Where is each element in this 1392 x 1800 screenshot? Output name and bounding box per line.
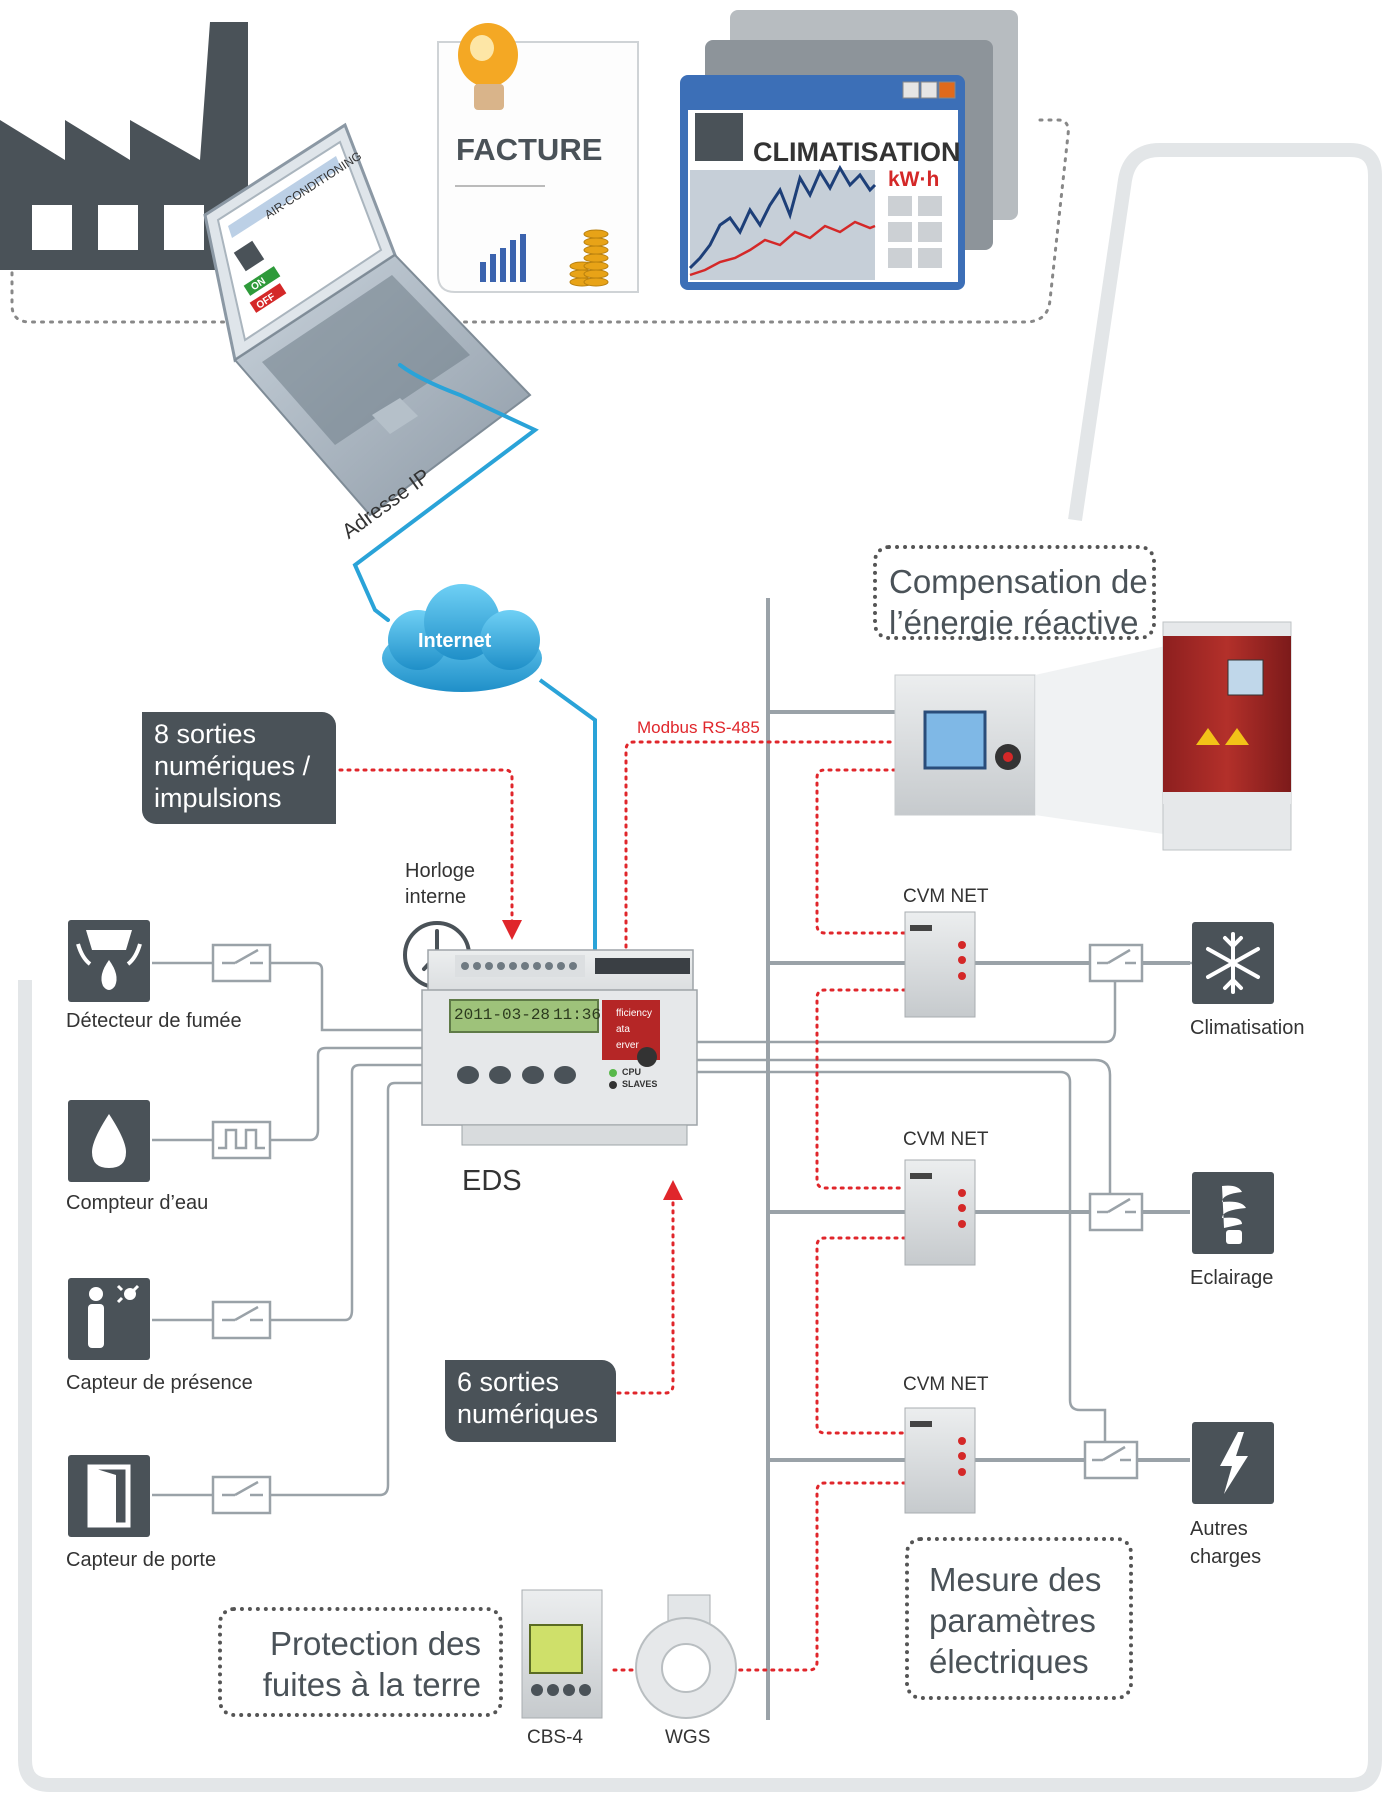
presence-sensor-icon <box>68 1278 150 1360</box>
power-factor-controller <box>894 674 1036 816</box>
climatisation-chart-line-red <box>689 220 876 277</box>
outputs8-line1: 8 sorties <box>154 719 257 749</box>
water-drop-icon <box>68 1100 150 1182</box>
modbus-line <box>624 740 897 957</box>
protection-line2: fuites à la terre <box>262 1666 481 1703</box>
load-label-climatisation: Climatisation <box>1190 1017 1305 1039</box>
eds-device <box>421 949 698 1146</box>
eds-internet-cable <box>538 678 597 955</box>
outputs6-callout: 6 sorties numériques <box>445 1360 616 1442</box>
eds-led-slaves: SLAVES <box>622 1079 658 1089</box>
load-label-autres-line2: charges <box>1190 1546 1262 1568</box>
wgs-label: WGS <box>665 1727 711 1748</box>
invoice-document <box>437 23 639 293</box>
internet-cloud-icon <box>382 584 542 692</box>
internet-label: Internet <box>418 630 492 652</box>
eds-display-date: 2011-03-28 <box>454 1006 551 1024</box>
outputs6-arrow-line <box>616 1190 675 1395</box>
lightning-icon <box>1192 1422 1274 1504</box>
factory-icon <box>0 22 248 270</box>
eds-panel-line1: fficiency <box>616 1008 652 1019</box>
mesure-line1: Mesure des <box>929 1561 1102 1598</box>
cbs4-label: CBS-4 <box>527 1727 583 1748</box>
laptop-icon <box>203 122 532 517</box>
outputs6-line2: numériques <box>457 1399 599 1429</box>
compensation-line2: l’énergie réactive <box>889 604 1139 641</box>
mesure-line2: paramètres <box>929 1602 1096 1639</box>
outputs8-line3: impulsions <box>154 783 282 813</box>
protection-line1: Protection des <box>270 1625 481 1662</box>
climatisation-window-title: CLIMATISATION <box>753 137 961 167</box>
wgs-toroid <box>635 1594 737 1719</box>
load-label-autres-line1: Autres <box>1190 1518 1248 1540</box>
cvm-net-label-3: CVM NET <box>903 1374 989 1395</box>
cvm-net-label-2: CVM NET <box>903 1129 989 1150</box>
bulb-icon <box>1192 1172 1274 1254</box>
facture-title: FACTURE <box>456 132 603 167</box>
internet-cable <box>352 363 539 622</box>
eds-display-time: 11:36 <box>553 1006 602 1024</box>
eds-name: EDS <box>462 1165 522 1197</box>
eds-led-cpu: CPU <box>622 1067 642 1077</box>
outer-frame <box>18 143 1382 1792</box>
door-icon <box>68 1455 150 1537</box>
snowflake-icon <box>1192 922 1274 1004</box>
smoke-detector-icon <box>68 920 150 1002</box>
outputs8-arrow-line <box>330 768 514 930</box>
outputs8-line2: numériques / <box>154 751 311 781</box>
cbs4-device <box>521 1589 603 1719</box>
outputs8-callout: 8 sorties numériques / impulsions <box>142 712 336 824</box>
sensor-label-presence: Capteur de présence <box>66 1372 253 1394</box>
cvm-net-label-1: CVM NET <box>903 886 989 907</box>
modbus-label: Modbus RS-485 <box>637 718 760 737</box>
sensor-label-door: Capteur de porte <box>66 1549 217 1571</box>
compensation-line1: Compensation de <box>889 563 1148 600</box>
clock-label-line1: Horloge <box>405 860 476 882</box>
compensation-box: Compensation de l’énergie réactive <box>873 545 1156 641</box>
capacitor-cabinet <box>1162 621 1292 851</box>
top-dotted-region <box>10 118 1070 324</box>
sensor-label-water: Compteur d’eau <box>66 1192 209 1214</box>
mesure-box: Mesure des paramètres électriques <box>905 1537 1133 1700</box>
eds-panel-line3: erver <box>616 1040 639 1051</box>
clock-label-line2: interne <box>405 886 467 908</box>
climatisation-chart-line-blue <box>688 164 877 270</box>
eds-panel-line2: ata <box>616 1024 630 1035</box>
sensor-switches <box>211 943 272 1515</box>
sensor-label-smoke: Détecteur de fumée <box>66 1010 242 1032</box>
cvm-net-meter-2 <box>904 1159 976 1266</box>
cvm-net-meter-3 <box>904 1407 976 1514</box>
outputs6-line1: 6 sorties <box>457 1367 560 1397</box>
mesure-line3: électriques <box>929 1643 1089 1680</box>
kwh-label: kW·h <box>888 168 940 191</box>
load-label-eclairage: Eclairage <box>1190 1267 1274 1289</box>
climatisation-window <box>680 10 1018 290</box>
cvm-net-meter-1 <box>904 911 976 1018</box>
load-switches <box>1083 943 1144 1480</box>
protection-box: Protection des fuites à la terre <box>218 1607 503 1717</box>
